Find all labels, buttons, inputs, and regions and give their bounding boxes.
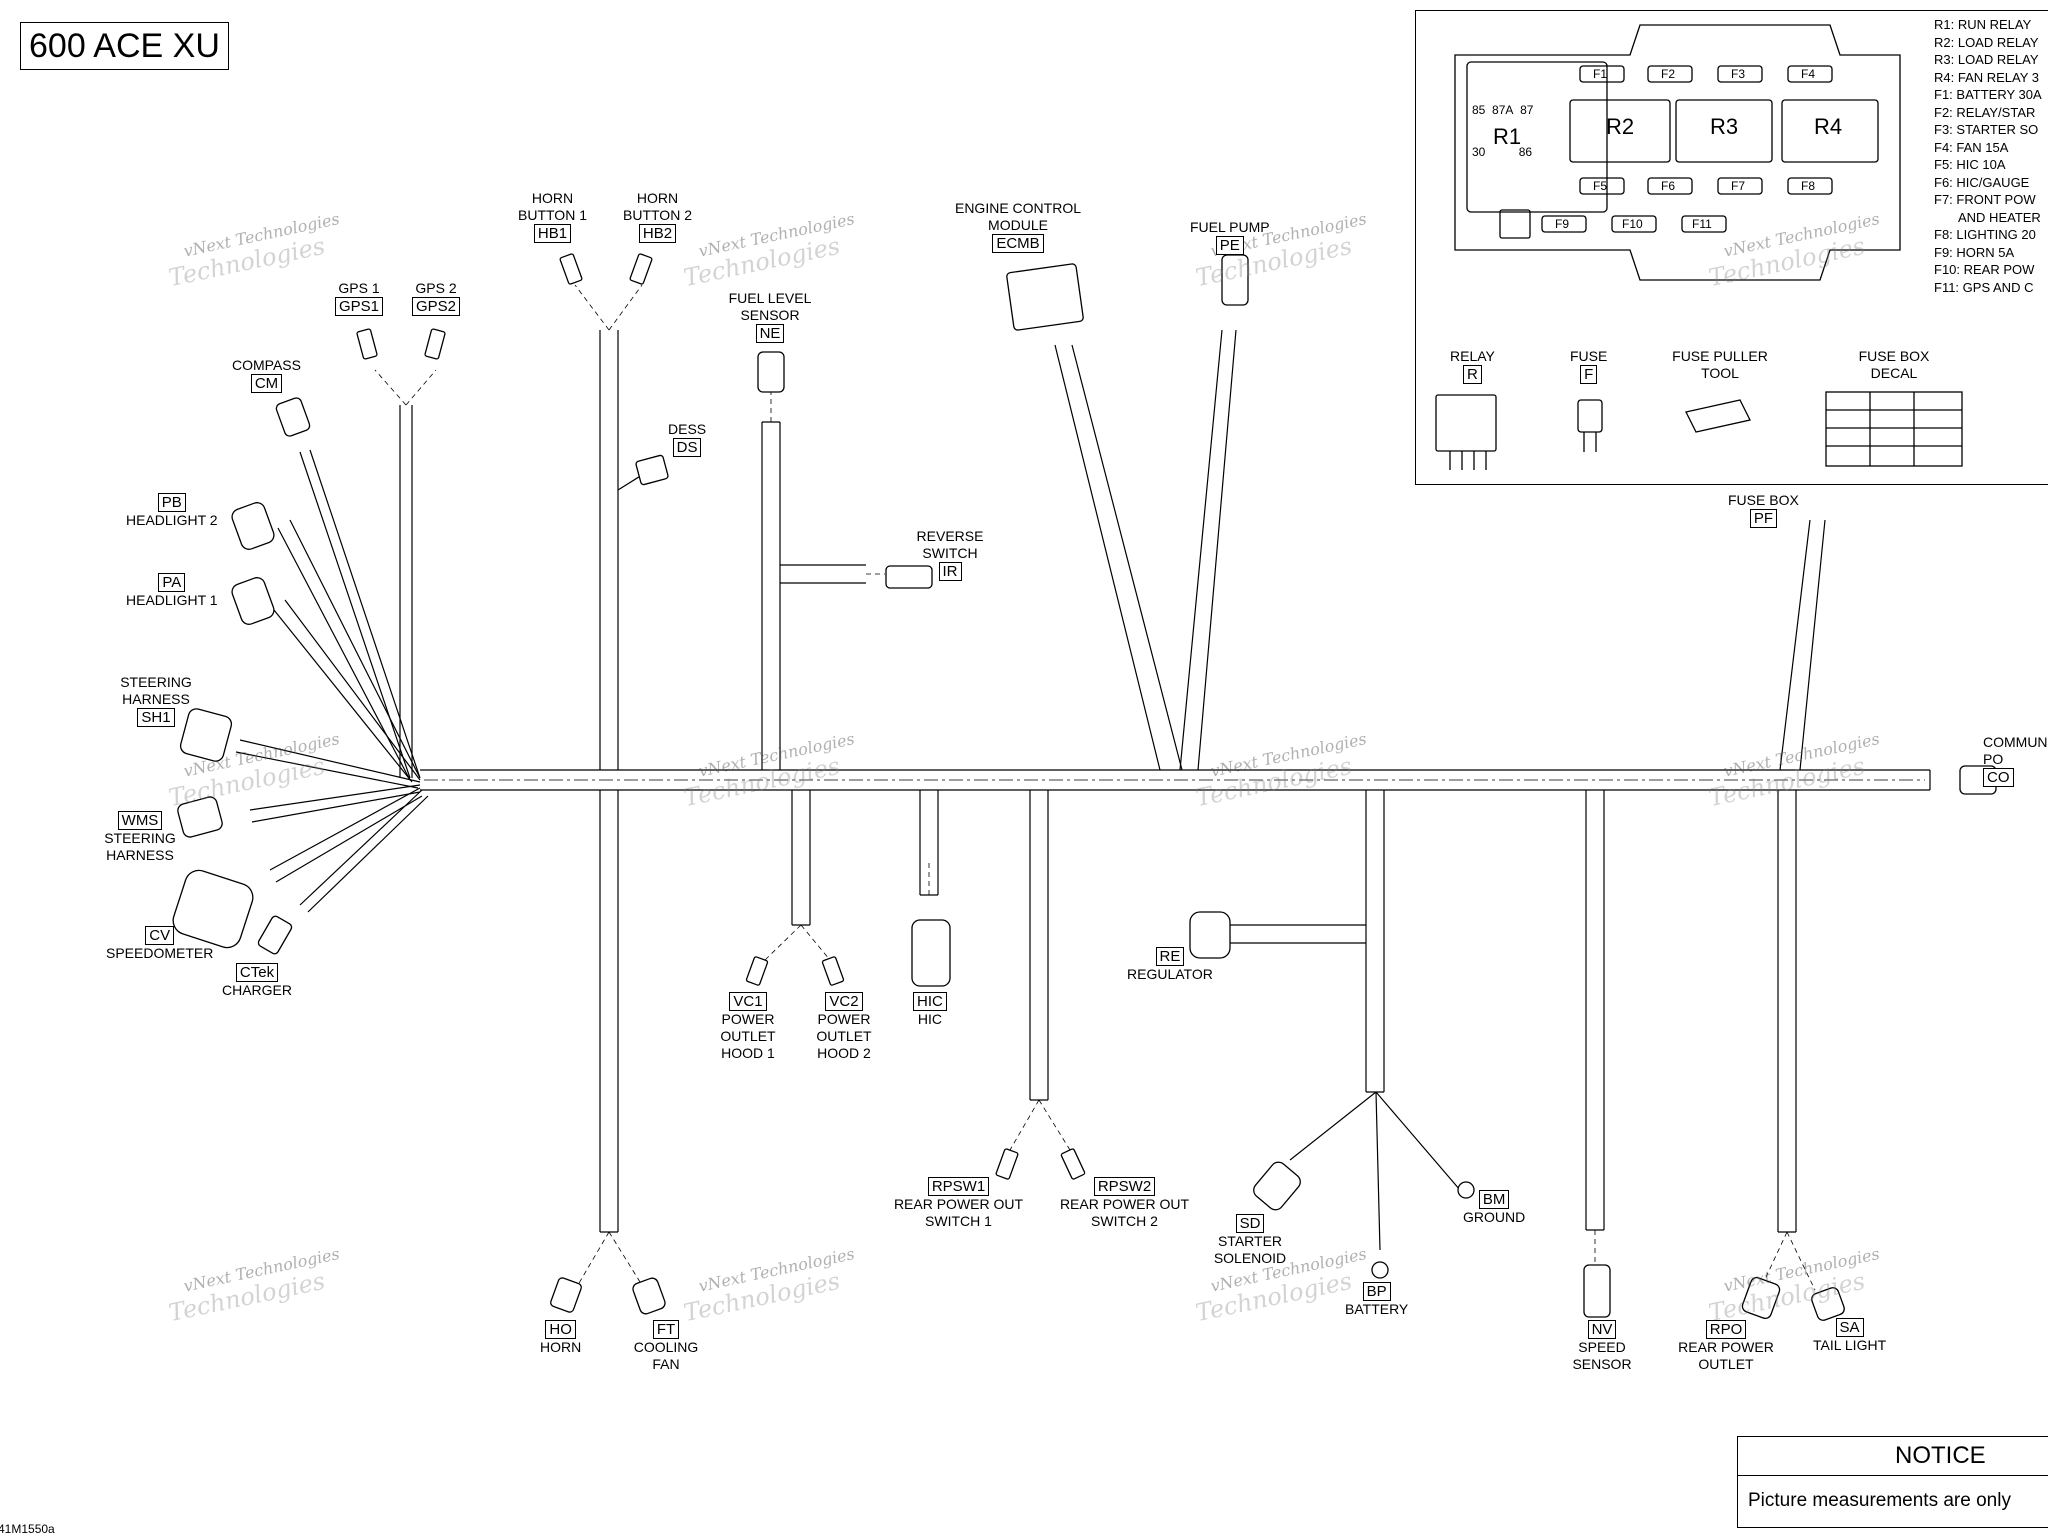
fuse-box-drawing	[1435, 24, 1963, 470]
fuse-f3: F3	[1731, 67, 1746, 81]
fuse-legend-list: R1: RUN RELAY R2: LOAD RELAY R3: LOAD RE…	[1934, 17, 2042, 295]
connector-steering2	[177, 796, 223, 838]
notice-heading: NOTICE	[1738, 1437, 2048, 1476]
drawing-id: 41M1550a	[0, 1522, 55, 1536]
connector-rpsw1	[995, 1148, 1019, 1180]
connector-battery	[1371, 1261, 1389, 1279]
connector-fuelpump	[1221, 254, 1249, 306]
connector-speedsensor	[1583, 1264, 1611, 1318]
relay-pin: 85 87A 87	[1472, 103, 1534, 117]
fuse-box-panel	[1415, 10, 2048, 485]
relay-r3: R3	[1710, 114, 1739, 139]
page-title: 600 ACE XU	[20, 22, 229, 70]
fuse-f2: F2	[1661, 67, 1676, 81]
part-label-puller: FUSE PULLER TOOL	[1672, 348, 1768, 381]
fuse-f4: F4	[1801, 67, 1816, 81]
fuse-f8: F8	[1801, 179, 1816, 193]
fuse-f7: F7	[1731, 179, 1746, 193]
connector-gps1	[356, 328, 378, 360]
connector-headlight2	[231, 502, 275, 550]
fuse-f11: F11	[1692, 217, 1712, 231]
fuse-f5: F5	[1593, 179, 1608, 193]
connector-horn	[550, 1277, 582, 1313]
connector-compass	[275, 397, 311, 437]
connector-starter	[1253, 1161, 1301, 1211]
connector-regulator	[1189, 911, 1231, 959]
notice-box: NOTICE Picture measurements are only	[1737, 1436, 2048, 1528]
main-trunk	[420, 769, 1930, 791]
decal-part	[1825, 391, 1963, 467]
relay-part	[1435, 394, 1497, 452]
connector-vc1	[745, 956, 769, 986]
fuse-part	[1577, 399, 1603, 433]
connector-ecm	[1006, 263, 1084, 331]
relay-r1: R1	[1493, 124, 1522, 149]
connector-headlight1	[231, 577, 275, 625]
connector-reverse	[885, 565, 933, 589]
fuse-f9: F9	[1555, 217, 1570, 231]
connector-gps2	[424, 328, 446, 360]
fuse-f6: F6	[1661, 179, 1676, 193]
connector-ground	[1457, 1181, 1475, 1199]
fuse-f1: F1	[1593, 67, 1608, 81]
connector-charger	[257, 915, 293, 955]
connector-vc2	[821, 956, 845, 986]
relay-pin: 30 86	[1472, 145, 1533, 159]
relay-r4: R4	[1814, 114, 1843, 139]
connector-fan	[632, 1277, 666, 1315]
part-label-decal: FUSE BOX DECAL	[1858, 348, 1930, 381]
connector-fuellevel	[757, 351, 785, 393]
puller-part	[1685, 399, 1751, 433]
connector-speedometer	[172, 869, 254, 949]
fuse-f10: F10	[1622, 217, 1643, 231]
connector-steering1	[179, 708, 233, 762]
connector-rpsw2	[1060, 1148, 1086, 1180]
connector-hic	[911, 919, 951, 987]
left-fanout-branches	[235, 405, 429, 913]
connector-taillight	[1811, 1287, 1845, 1321]
connector-dess	[635, 454, 669, 486]
connector-horn2	[629, 253, 653, 285]
notice-text: Picture measurements are only	[1748, 1490, 2011, 1511]
relay-r2: R2	[1606, 114, 1635, 139]
connector-horn1	[559, 253, 583, 285]
connector-rearoutlet	[1741, 1276, 1781, 1320]
